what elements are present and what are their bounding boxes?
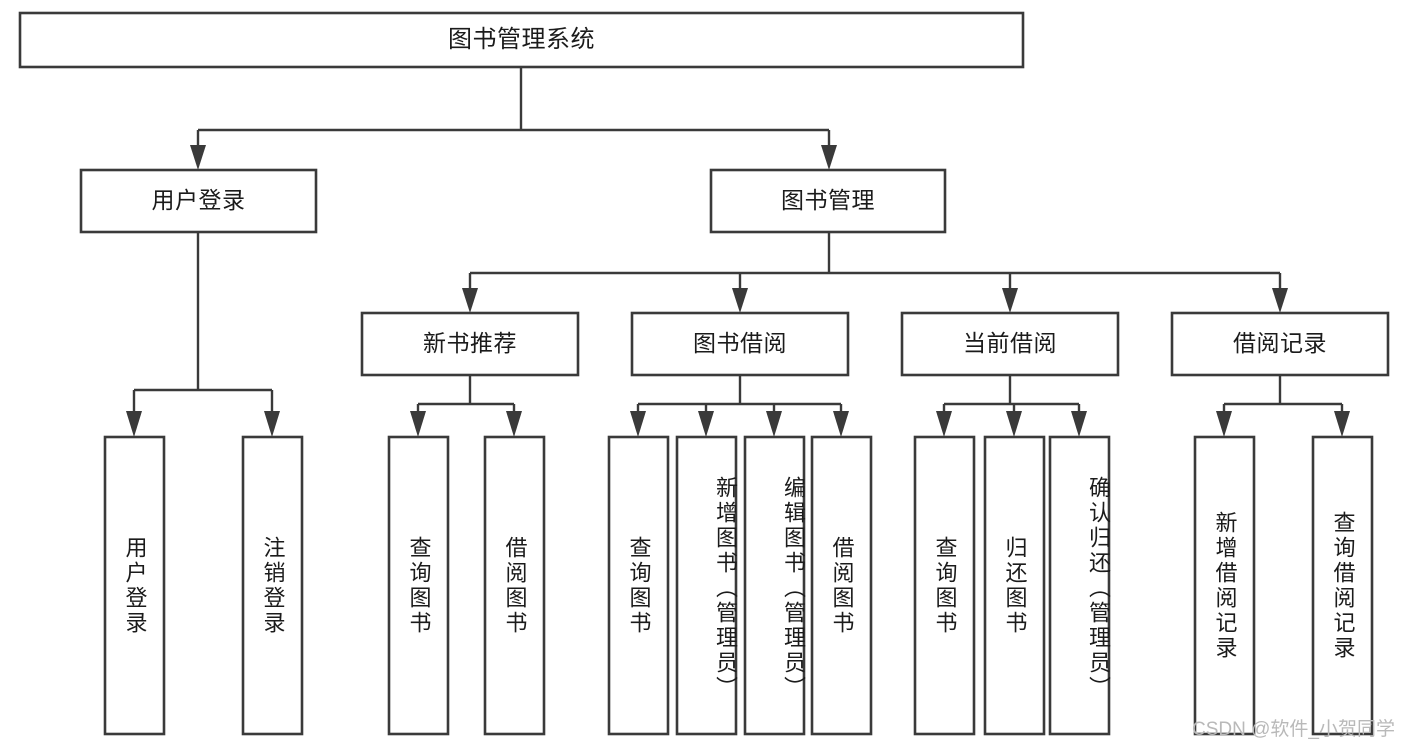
node-box-leaf-query-book-3[interactable] xyxy=(913,435,976,736)
node-box-book-manage[interactable] xyxy=(709,168,947,234)
node-box-user-login[interactable] xyxy=(79,168,318,234)
arrow-head-leaf-confirm-return xyxy=(1071,411,1087,437)
node-box-borrow-record[interactable] xyxy=(1170,311,1390,377)
node-box-leaf-edit-book[interactable] xyxy=(743,435,806,736)
node-box-root[interactable] xyxy=(18,11,1025,69)
edge-new-book-rec-to-leaves xyxy=(416,375,516,414)
edge-root-to-level2 xyxy=(196,67,831,148)
arrow-head-user-login xyxy=(190,145,206,170)
node-box-leaf-query-book-2[interactable] xyxy=(607,435,670,736)
edge-borrow-record-to-leaves xyxy=(1222,375,1344,414)
arrow-head-leaf-edit-book xyxy=(766,411,782,437)
node-box-leaf-return-book[interactable] xyxy=(983,435,1046,736)
arrow-head-new-book-rec xyxy=(462,288,478,313)
node-box-leaf-logout[interactable] xyxy=(241,435,304,736)
node-box-current-borrow[interactable] xyxy=(900,311,1120,377)
arrow-head-leaf-logout xyxy=(264,411,280,437)
arrow-head-current-borrow xyxy=(1002,288,1018,313)
arrow-head-leaf-user-login xyxy=(126,411,142,437)
node-box-leaf-add-record[interactable] xyxy=(1193,435,1256,736)
arrow-head-book-manage xyxy=(821,145,837,170)
edge-user-login-to-leaves xyxy=(132,232,274,414)
node-box-leaf-add-book[interactable] xyxy=(675,435,738,736)
node-box-book-borrow[interactable] xyxy=(630,311,850,377)
edge-current-borrow-to-leaves xyxy=(942,375,1081,414)
arrow-head-leaf-borrow-book-1 xyxy=(506,411,522,437)
arrow-head-leaf-borrow-book-2 xyxy=(833,411,849,437)
node-box-leaf-user-login[interactable] xyxy=(103,435,166,736)
arrow-head-leaf-add-record xyxy=(1216,411,1232,437)
nodes-layer xyxy=(18,11,1390,736)
arrow-head-leaf-query-record xyxy=(1334,411,1350,437)
edges-layer xyxy=(126,67,1350,437)
arrow-head-leaf-query-book-2 xyxy=(630,411,646,437)
arrow-head-leaf-query-book-3 xyxy=(936,411,952,437)
node-box-leaf-query-record[interactable] xyxy=(1311,435,1374,736)
edge-book-borrow-to-leaves xyxy=(636,375,843,414)
arrow-head-book-borrow xyxy=(732,288,748,313)
arrow-head-leaf-return-book xyxy=(1006,411,1022,437)
node-box-leaf-borrow-book-2[interactable] xyxy=(810,435,873,736)
arrow-head-borrow-record xyxy=(1272,288,1288,313)
node-box-leaf-query-book-1[interactable] xyxy=(387,435,450,736)
node-box-leaf-confirm-return[interactable] xyxy=(1048,435,1111,736)
node-box-new-book-rec[interactable] xyxy=(360,311,580,377)
arrow-head-leaf-query-book-1 xyxy=(410,411,426,437)
node-box-leaf-borrow-book-1[interactable] xyxy=(483,435,546,736)
arrow-head-leaf-add-book xyxy=(698,411,714,437)
edge-book-manage-to-level3 xyxy=(468,232,1282,290)
